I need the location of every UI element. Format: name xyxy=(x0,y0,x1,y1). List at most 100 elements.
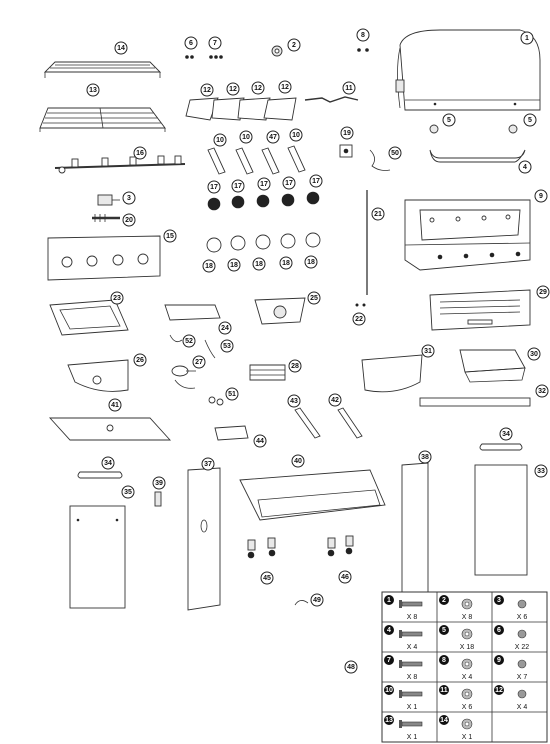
hardware-fastener-icon xyxy=(399,720,423,728)
callout-number: 18 xyxy=(282,260,290,267)
hardware-number-badge: 4 xyxy=(384,625,394,635)
hardware-fastener-icon xyxy=(461,718,473,730)
part-igniter xyxy=(97,194,120,206)
callout-c25: 25 xyxy=(307,291,321,305)
callout-c42: 42 xyxy=(328,393,342,407)
hardware-quantity: X 1 xyxy=(462,734,473,741)
callout-number: 10 xyxy=(216,137,224,144)
part-rail-32 xyxy=(419,397,531,407)
callout-c17c: 17 xyxy=(257,177,271,191)
part-control-panel xyxy=(47,235,161,281)
callout-number: 13 xyxy=(89,87,97,94)
part-side-hose-52 xyxy=(169,334,183,343)
callout-number: 19 xyxy=(343,130,351,137)
callout-number: 26 xyxy=(136,357,144,364)
hardware-fastener-icon xyxy=(399,690,423,698)
hardware-number-badge: 3 xyxy=(494,595,504,605)
part-hook-49 xyxy=(294,600,309,606)
part-regulator xyxy=(174,379,196,389)
hardware-fastener-icon xyxy=(517,599,527,609)
callout-number: 32 xyxy=(538,388,546,395)
svg-text:7: 7 xyxy=(387,657,391,664)
callout-number: 3 xyxy=(127,195,131,202)
part-rear-panel xyxy=(429,289,531,331)
hardware-number-badge: 2 xyxy=(439,595,449,605)
callout-number: 45 xyxy=(263,575,271,582)
svg-text:11: 11 xyxy=(440,687,448,694)
hardware-quantity: X 8 xyxy=(407,674,418,681)
hardware-item: 10X 1 xyxy=(384,685,423,711)
part-control-knobs xyxy=(206,232,321,253)
callout-number: 22 xyxy=(355,316,363,323)
hardware-item: 8X 4 xyxy=(439,655,472,681)
svg-text:14: 14 xyxy=(440,717,448,724)
hardware-number-badge: 12 xyxy=(494,685,504,695)
callout-c17a: 17 xyxy=(207,180,221,194)
callout-c48: 48 xyxy=(344,660,358,674)
part-screws-7 xyxy=(209,55,223,59)
svg-text:6: 6 xyxy=(497,627,501,634)
part-lid-handle xyxy=(429,149,526,163)
part-clips-22 xyxy=(355,303,366,307)
callout-c6: 6 xyxy=(184,36,198,50)
part-side-shelf xyxy=(361,354,423,393)
part-side-grate xyxy=(249,364,286,381)
svg-text:9: 9 xyxy=(497,657,501,664)
callout-c3: 3 xyxy=(122,191,136,205)
callout-number: 5 xyxy=(528,117,532,124)
hardware-number-badge: 7 xyxy=(384,655,394,665)
part-firebox xyxy=(404,199,531,271)
callout-c12a: 12 xyxy=(200,83,214,97)
part-flame-tamers xyxy=(185,97,297,121)
svg-text:8: 8 xyxy=(442,657,446,664)
part-bottom-shelf xyxy=(48,417,172,441)
callout-c17e: 17 xyxy=(309,174,323,188)
callout-c27: 27 xyxy=(192,355,206,369)
callout-number: 1 xyxy=(525,35,529,42)
callout-number: 25 xyxy=(310,295,318,302)
part-burners xyxy=(207,145,306,175)
hardware-item: 11X 6 xyxy=(439,685,472,711)
svg-text:4: 4 xyxy=(387,627,391,634)
callout-c8: 8 xyxy=(356,28,370,42)
callout-c10b: 10 xyxy=(239,130,253,144)
callout-c12b: 12 xyxy=(226,82,240,96)
callout-c40: 40 xyxy=(291,454,305,468)
callout-c18c: 18 xyxy=(252,257,266,271)
callout-number: 48 xyxy=(347,664,355,671)
hardware-fastener-icon xyxy=(461,658,473,670)
part-right-shelf xyxy=(459,349,526,383)
callout-c49: 49 xyxy=(310,593,324,607)
callout-c32: 32 xyxy=(535,384,549,398)
hardware-item: 3 X 6 xyxy=(494,595,527,621)
callout-c31: 31 xyxy=(421,344,435,358)
callout-number: 30 xyxy=(530,351,538,358)
hardware-item: 13X 1 xyxy=(384,715,423,741)
callout-c18e: 18 xyxy=(304,255,318,269)
callout-c51: 51 xyxy=(225,387,239,401)
hardware-number-badge: 5 xyxy=(439,625,449,635)
callout-number: 17 xyxy=(260,181,268,188)
callout-c5b: 5 xyxy=(523,113,537,127)
part-warming-rack xyxy=(43,61,162,78)
hardware-quantity: X 6 xyxy=(517,614,528,621)
svg-text:5: 5 xyxy=(442,627,446,634)
part-bracket-11 xyxy=(304,96,359,103)
callout-c37: 37 xyxy=(201,457,215,471)
callout-c13: 13 xyxy=(86,83,100,97)
hardware-fastener-icon xyxy=(399,600,423,608)
part-ignition-wire xyxy=(369,149,391,171)
hardware-item: 9X 7 xyxy=(494,655,527,681)
callout-c7: 7 xyxy=(208,36,222,50)
hardware-item: 5X 18 xyxy=(439,625,474,651)
hardware-number-badge: 1 xyxy=(384,595,394,605)
callout-number: 21 xyxy=(374,211,382,218)
svg-text:1: 1 xyxy=(387,597,391,604)
callout-c53: 53 xyxy=(220,339,234,353)
callout-number: 33 xyxy=(537,468,545,475)
part-casters-46 xyxy=(327,535,354,557)
part-bracket-43 xyxy=(294,407,321,439)
hardware-number-badge: 10 xyxy=(384,685,394,695)
hardware-number-badge: 9 xyxy=(494,655,504,665)
callout-number: 17 xyxy=(234,183,242,190)
